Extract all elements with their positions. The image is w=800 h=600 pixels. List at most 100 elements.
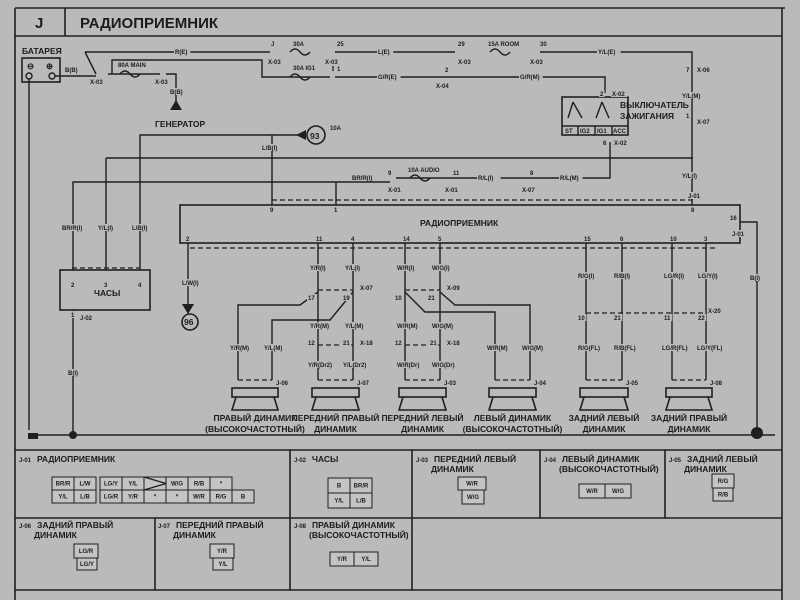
connector-id: J-08 bbox=[294, 524, 307, 530]
label-bg bbox=[431, 322, 455, 329]
connector-id: J-07 bbox=[357, 381, 370, 387]
reference-93-fuse: 10A bbox=[330, 126, 342, 132]
label-bg bbox=[613, 139, 630, 146]
connector-id: X-03 bbox=[90, 80, 103, 86]
wire-label: W/R(I) bbox=[397, 266, 414, 272]
connector-cell-label: Y/L bbox=[218, 562, 228, 568]
label-bg bbox=[669, 235, 679, 242]
pin-number: 11 bbox=[453, 171, 460, 177]
ignition-position-ig2: IG2 bbox=[580, 129, 590, 135]
connector-id: X-20 bbox=[708, 309, 721, 315]
label-bg bbox=[613, 314, 623, 321]
connector-cell-label: * bbox=[220, 482, 223, 488]
connector-name: ЛЕВЫЙ ДИНАМИК bbox=[562, 453, 640, 464]
label-bg bbox=[457, 58, 474, 65]
connector-cell-label: R/G bbox=[216, 495, 227, 501]
clock-label: ЧАСЫ bbox=[94, 288, 120, 298]
wire-label: W/G(Dr) bbox=[432, 363, 455, 369]
label-bg bbox=[599, 90, 605, 97]
connector-cell-label: B bbox=[241, 495, 246, 501]
connector-id: X-18 bbox=[447, 341, 460, 347]
wire-label: R/G(I) bbox=[578, 274, 594, 280]
label-bg bbox=[70, 311, 76, 318]
battery-plus-icon: ⊕ bbox=[46, 61, 53, 71]
speaker: ПРАВЫЙ ДИНАМИК(ВЫСОКОЧАСТОТНЫЙ) bbox=[205, 387, 305, 434]
ignition-positions: ST IG2 IG1 ACC bbox=[565, 129, 627, 135]
pin-number: 2 bbox=[186, 237, 190, 243]
label-bg bbox=[452, 169, 462, 176]
speakers: ПРАВЫЙ ДИНАМИК(ВЫСОКОЧАСТОТНЫЙ)ПЕРЕДНИЙ … bbox=[205, 387, 727, 434]
pin-number: 1 bbox=[337, 67, 341, 73]
pin-number: 21 bbox=[614, 316, 621, 322]
wire-label: Y/L(M) bbox=[264, 346, 282, 352]
connector-cell-label: L/W bbox=[80, 482, 91, 488]
label-bg bbox=[396, 264, 420, 271]
speaker-label: ПРАВЫЙ ДИНАМИК bbox=[214, 412, 298, 423]
wire-label: R/G(FL) bbox=[578, 346, 600, 352]
speaker-label: ДИНАМИК bbox=[401, 424, 445, 434]
connector-name: (ВЫСОКОЧАСТОТНЫЙ) bbox=[559, 463, 659, 474]
pin-number: 30 bbox=[540, 42, 547, 48]
pin-number: 14 bbox=[403, 237, 410, 243]
radio-label: РАДИОПРИЕМНИК bbox=[420, 218, 499, 228]
label-bg bbox=[67, 369, 84, 376]
label-bg bbox=[377, 48, 394, 55]
arrow-icon bbox=[296, 130, 306, 140]
label-bg bbox=[79, 314, 96, 321]
pin-number: 5 bbox=[438, 237, 442, 243]
pin-number: 9 bbox=[270, 208, 274, 214]
pin-number: 10 bbox=[395, 296, 402, 302]
connector-id: X-01 bbox=[445, 188, 458, 194]
wire-label: L/B(I) bbox=[132, 226, 147, 232]
pin-number: 19 bbox=[343, 296, 350, 302]
label-bg bbox=[446, 339, 463, 346]
connector-cell-label: W/G bbox=[171, 482, 183, 488]
pin-number: 17 bbox=[308, 296, 315, 302]
ground-point bbox=[69, 431, 77, 439]
label-bg bbox=[429, 339, 439, 346]
label-bg bbox=[309, 264, 333, 271]
connector-cell-label: BR/R bbox=[354, 484, 369, 490]
label-bg bbox=[64, 66, 81, 73]
connector-cell-label: L/B bbox=[356, 499, 366, 505]
label-bg bbox=[690, 206, 696, 213]
label-bg bbox=[577, 344, 605, 351]
pin-number: 11 bbox=[664, 316, 671, 322]
pin-number: 8 bbox=[691, 208, 695, 214]
label-bg bbox=[663, 314, 673, 321]
connector-id: J-01 bbox=[688, 194, 701, 200]
label-bg bbox=[521, 186, 538, 193]
speaker-label: ПЕРЕДНИЙ ЛЕВЫЙ bbox=[381, 412, 463, 423]
connector-id: J-04 bbox=[534, 381, 547, 387]
label-bg bbox=[70, 281, 76, 288]
wire-label: Y/L(M) bbox=[345, 324, 363, 330]
connector-name: ДИНАМИК bbox=[431, 464, 475, 474]
connector-cell-label: Y/L bbox=[58, 495, 68, 501]
label-bg bbox=[307, 294, 317, 301]
connector-cell-label: LG/R bbox=[79, 549, 94, 555]
label-bg bbox=[307, 339, 317, 346]
label-bg bbox=[529, 169, 535, 176]
label-bg bbox=[697, 314, 707, 321]
pin-number: 10 bbox=[578, 316, 585, 322]
speaker-label: ДИНАМИК bbox=[314, 424, 358, 434]
connector-cell bbox=[353, 551, 379, 567]
connector-cell-label: W/R bbox=[193, 495, 205, 501]
frame bbox=[14, 7, 785, 600]
label-bg bbox=[267, 58, 284, 65]
pin-number: 6 bbox=[603, 141, 607, 147]
label-bg bbox=[307, 361, 338, 368]
wire-label: Y/R(Dr2) bbox=[308, 363, 332, 369]
wire-label: Y/R(M) bbox=[310, 324, 329, 330]
pin-number: 8 bbox=[530, 171, 534, 177]
connector-cell-label: BR/R bbox=[56, 482, 71, 488]
wire-label: LG/R(FL) bbox=[662, 346, 688, 352]
speaker-label: ЛЕВЫЙ ДИНАМИК bbox=[474, 412, 552, 423]
wire-label: G/R(M) bbox=[520, 75, 540, 81]
pin-number: 2 bbox=[445, 68, 449, 74]
label-bg bbox=[97, 224, 121, 231]
connector-cell-label: Y/L bbox=[128, 482, 138, 488]
